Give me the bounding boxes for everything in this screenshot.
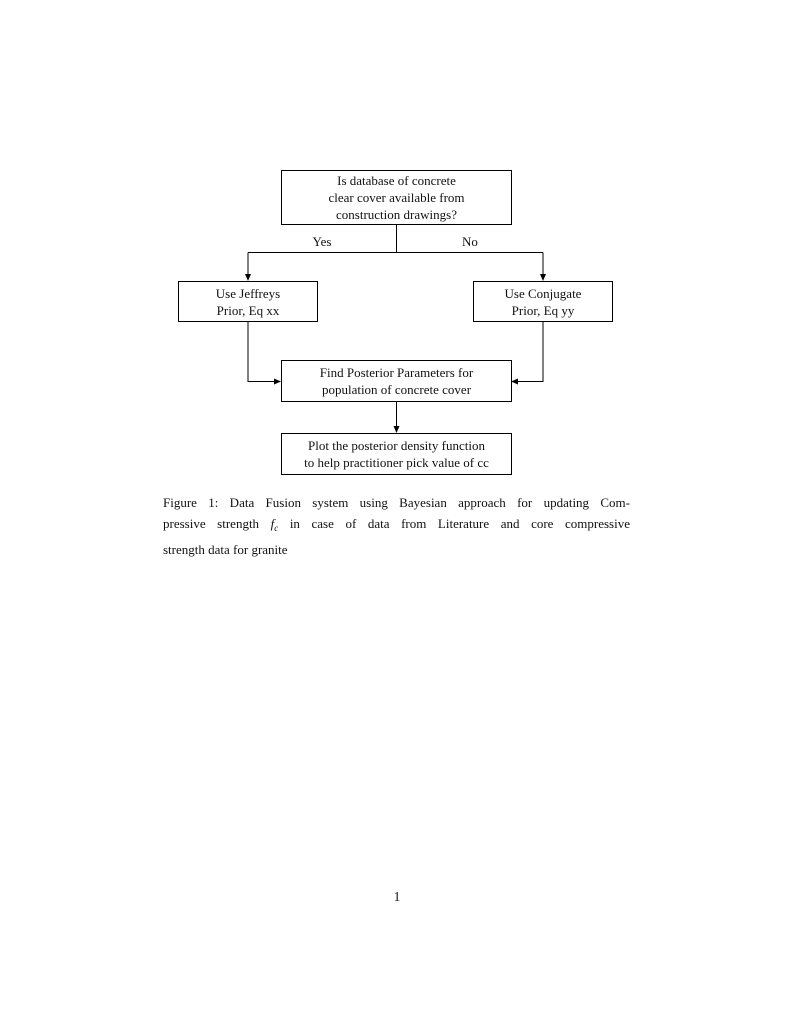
flow-box-conjugate-prior: Use Conjugate Prior, Eq yy — [473, 281, 613, 322]
flow-box-conjugate-line: Use Conjugate — [504, 285, 582, 301]
figure-caption: Figure 1: Data Fusion system using Bayes… — [163, 492, 630, 560]
caption-line-2: pressive strength fc in case of data fro… — [163, 513, 630, 539]
flow-box-question-line: construction drawings? — [336, 207, 457, 222]
flow-box-conjugate-line: Prior, Eq yy — [511, 302, 575, 318]
flow-box-jeffreys-prior: Use Jeffreys Prior, Eq xx — [178, 281, 318, 322]
arrowhead-conjugate-left — [511, 378, 518, 385]
flowchart-connectors — [245, 225, 546, 433]
flow-box-jeffreys-line: Prior, Eq xx — [216, 302, 280, 318]
math-f-subscript: c — [274, 523, 279, 533]
flow-box-plot-density: Plot the posterior density function to h… — [281, 433, 512, 475]
flow-box-question: Is database of concrete clear cover avai… — [281, 170, 512, 225]
arrowhead-yes-down — [245, 274, 251, 281]
connector-jeffreys-elbow — [247, 322, 275, 382]
arrowhead-plot-down — [393, 426, 400, 433]
page-number: 1 — [393, 889, 401, 904]
flow-box-posterior-line: population of concrete cover — [321, 382, 472, 397]
flow-box-find-posterior: Find Posterior Parameters for population… — [281, 360, 512, 402]
flow-box-question-line: Is database of concrete — [337, 173, 456, 188]
flow-box-jeffreys-line: Use Jeffreys — [215, 285, 281, 301]
math-f-symbol: f — [270, 516, 275, 531]
branch-label-yes: Yes — [312, 234, 332, 249]
caption-line-3: strength data for granite — [163, 542, 288, 557]
branch-label-no: No — [462, 234, 478, 249]
caption-line-1: Figure 1: Data Fusion system using Bayes… — [163, 495, 630, 510]
arrowhead-jeffreys-right — [274, 378, 281, 385]
connector-conjugate-elbow — [517, 322, 544, 382]
caption-line2-post: in case of data from Literature and core… — [278, 516, 630, 531]
flow-box-posterior-line: Find Posterior Parameters for — [319, 365, 474, 380]
caption-line2-pre: pressive strength — [163, 516, 271, 531]
flow-box-question-line: clear cover available from — [328, 190, 465, 205]
flow-box-plot-line: Plot the posterior density function — [308, 438, 485, 453]
flow-box-plot-line: to help practitioner pick value of cc — [304, 455, 489, 470]
arrowhead-no-down — [540, 274, 546, 281]
